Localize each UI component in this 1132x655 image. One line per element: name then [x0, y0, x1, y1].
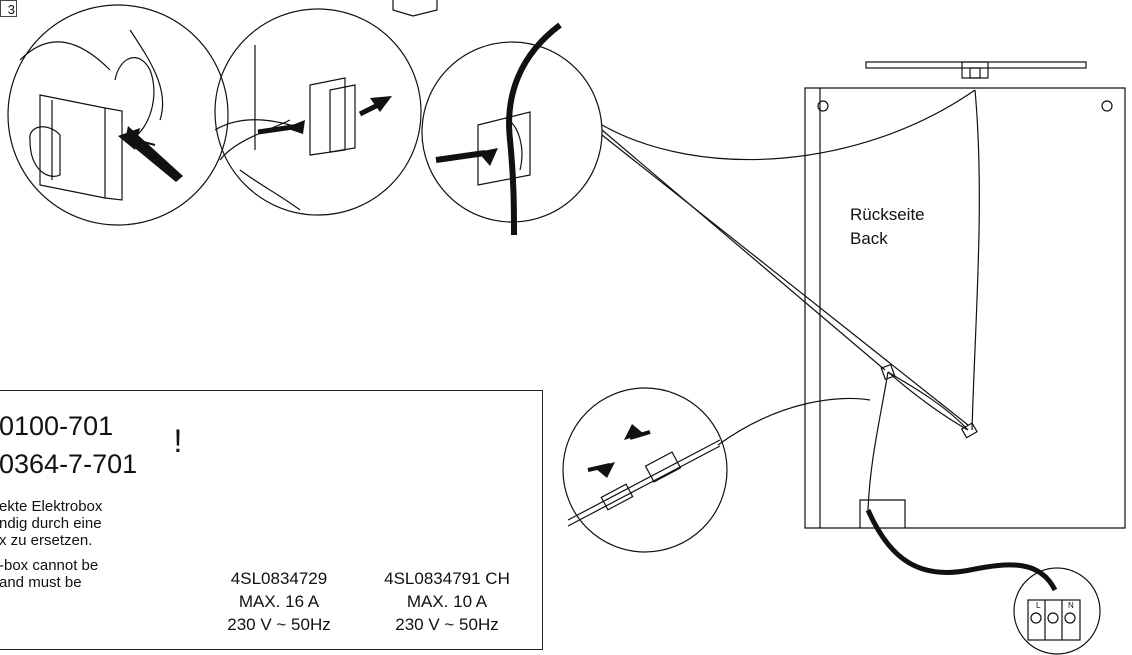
electrobox-1-part: 4SL0834729 [230, 569, 328, 588]
back-label-de: Rückseite [850, 205, 925, 224]
warning-text-en-1: -box cannot be [0, 557, 99, 574]
warning-panel: 0100-701 0364-7-701 ! ekte Elektrobox nd… [0, 390, 543, 650]
electrobox-spec-1: 4SL0834729 MAX. 16 A 230 V ~ 50Hz [199, 567, 359, 636]
detail-circle-peel-clip [214, 8, 422, 216]
warning-text-en-2: and must be [0, 574, 82, 591]
electrobox-spec-2: 4SL0834791 CH MAX. 10 A 230 V ~ 50Hz [359, 567, 535, 636]
detail-circle-terminal [1013, 567, 1101, 655]
terminal-label-n: N [1068, 601, 1074, 610]
norm-code-2: 0364-7-701 [0, 449, 138, 479]
electrobox-1-max: MAX. 16 A [238, 592, 320, 611]
warning-text-de-1: ekte Elektrobox [0, 498, 103, 515]
detail-circle-connector [562, 387, 728, 553]
back-label: Rückseite Back [850, 203, 925, 251]
terminal-label-l: L [1036, 601, 1041, 610]
back-label-en: Back [850, 229, 888, 248]
warning-exclamation-icon: ! [173, 423, 183, 459]
electrobox-2-max: MAX. 10 A [406, 592, 488, 611]
electrobox-2-part: 4SL0834791 CH [384, 569, 510, 588]
detail-circle-press-clip [7, 4, 229, 226]
warning-text-de-2: ndig durch eine [0, 515, 102, 532]
norm-code-1: 0100-701 [0, 411, 114, 441]
electrobox-2-voltage: 230 V ~ 50Hz [395, 615, 499, 634]
electrobox-1-voltage: 230 V ~ 50Hz [227, 615, 331, 634]
warning-text-de-3: x zu ersetzen. [0, 532, 93, 549]
mirror-back-panel [804, 87, 1126, 529]
step-number: 3 [0, 0, 17, 17]
